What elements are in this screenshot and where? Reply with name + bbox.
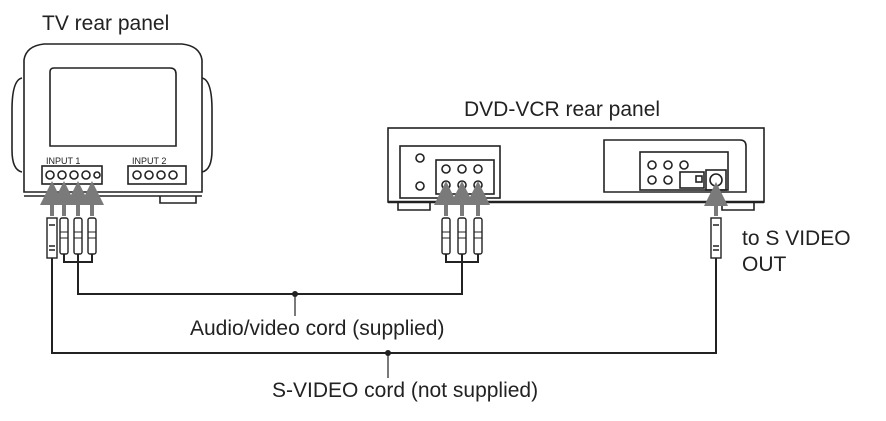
dvd-vcr-screw-top bbox=[415, 153, 425, 163]
tv-foot bbox=[159, 196, 197, 204]
dvd-vcr-right-section bbox=[603, 139, 747, 193]
tv-rear-panel-title: TV rear panel bbox=[42, 12, 170, 35]
tv-input-2-svideo-jack bbox=[132, 170, 142, 180]
tv-audio-r-plug bbox=[87, 217, 97, 255]
dvd-vcr-av-jack-top-2 bbox=[457, 164, 467, 174]
tv-input-1-panel bbox=[41, 165, 103, 185]
dvd-vcr-svideo-out-jack bbox=[709, 173, 723, 187]
dvd-vcr-audio-r-out-jack bbox=[473, 180, 483, 190]
tv-svideo-plug bbox=[46, 217, 58, 259]
tv-right-handle bbox=[201, 77, 213, 173]
tv-video-plug bbox=[59, 217, 69, 255]
dvd-vcr-right-jack-5 bbox=[663, 175, 673, 185]
dvd-vcr-screw-bottom bbox=[415, 181, 425, 191]
tv-input-1-audio-l-jack bbox=[69, 170, 79, 180]
s-video-out-label: to S VIDEO OUT bbox=[742, 226, 851, 278]
dvd-vcr-right-jack-1 bbox=[647, 160, 657, 170]
s-video-cord bbox=[51, 258, 717, 354]
s-video-cord-label: S-VIDEO cord (not supplied) bbox=[272, 379, 539, 402]
s-video-out-label-line-2: OUT bbox=[742, 253, 787, 276]
dvd-vcr-right-jack-block bbox=[639, 151, 729, 191]
dvd-vcr-video-out-jack bbox=[441, 180, 451, 190]
tv-input-1-svideo-jack bbox=[45, 170, 55, 180]
connection-arrows bbox=[40, 181, 728, 216]
tv-rear-panel-drawing bbox=[11, 43, 213, 204]
tv-cabinet bbox=[23, 43, 203, 193]
audio-video-cord bbox=[77, 254, 463, 295]
tv-input-2-panel bbox=[127, 165, 187, 185]
dvd-svideo-plug-grip bbox=[713, 224, 719, 251]
tv-input-1-label: INPUT 1 bbox=[46, 156, 80, 166]
tv-input-1-extra-jack bbox=[93, 171, 101, 179]
dvd-vcr-small-port bbox=[695, 175, 703, 183]
dvd-vcr-small-port-box bbox=[679, 171, 705, 189]
tv-input-2-label: INPUT 2 bbox=[132, 156, 166, 166]
s-video-out-label-line-1: to S VIDEO bbox=[742, 227, 851, 250]
dvd-vcr-right-jack-2 bbox=[663, 160, 673, 170]
tv-left-handle bbox=[11, 77, 23, 173]
dvd-vcr-right-foot bbox=[721, 202, 755, 211]
tv-input-1-video-jack bbox=[57, 170, 67, 180]
sv-cord-callout-dot bbox=[385, 350, 391, 356]
audio-video-cord-label: Audio/video cord (supplied) bbox=[190, 317, 445, 340]
cables bbox=[51, 254, 717, 378]
dvd-vcr-av-jack-top-3 bbox=[473, 164, 483, 174]
plug-stripes bbox=[60, 231, 482, 239]
dvd-av-plug-join bbox=[445, 254, 479, 263]
tv-audio-l-plug bbox=[73, 217, 83, 255]
dvd-audio-l-plug bbox=[457, 217, 467, 255]
dvd-vcr-av-jack-top-1 bbox=[441, 164, 451, 174]
dvd-vcr-rear-panel-drawing bbox=[387, 127, 765, 211]
tv-svideo-plug-grip bbox=[49, 224, 55, 251]
av-cord-callout-dot bbox=[292, 291, 298, 297]
dvd-video-plug bbox=[441, 217, 451, 255]
dvd-vcr-right-jack-3 bbox=[679, 160, 689, 170]
dvd-vcr-audio-l-out-jack bbox=[457, 180, 467, 190]
dvd-vcr-left-section bbox=[399, 145, 501, 199]
dvd-audio-r-plug bbox=[473, 217, 483, 255]
tv-input-2-audio-r-jack bbox=[168, 170, 178, 180]
dvd-vcr-rear-panel-title: DVD-VCR rear panel bbox=[464, 98, 661, 121]
cable-plugs bbox=[46, 217, 722, 259]
dvd-vcr-svideo-out-box bbox=[705, 169, 727, 191]
dvd-svideo-plug bbox=[710, 217, 722, 259]
dvd-vcr-right-jack-4 bbox=[647, 175, 657, 185]
tv-input-2-audio-l-jack bbox=[156, 170, 166, 180]
dvd-vcr-left-foot bbox=[397, 202, 431, 211]
tv-screen bbox=[49, 67, 177, 147]
tv-input-2-video-jack bbox=[144, 170, 154, 180]
tv-input-1-audio-r-jack bbox=[81, 170, 91, 180]
